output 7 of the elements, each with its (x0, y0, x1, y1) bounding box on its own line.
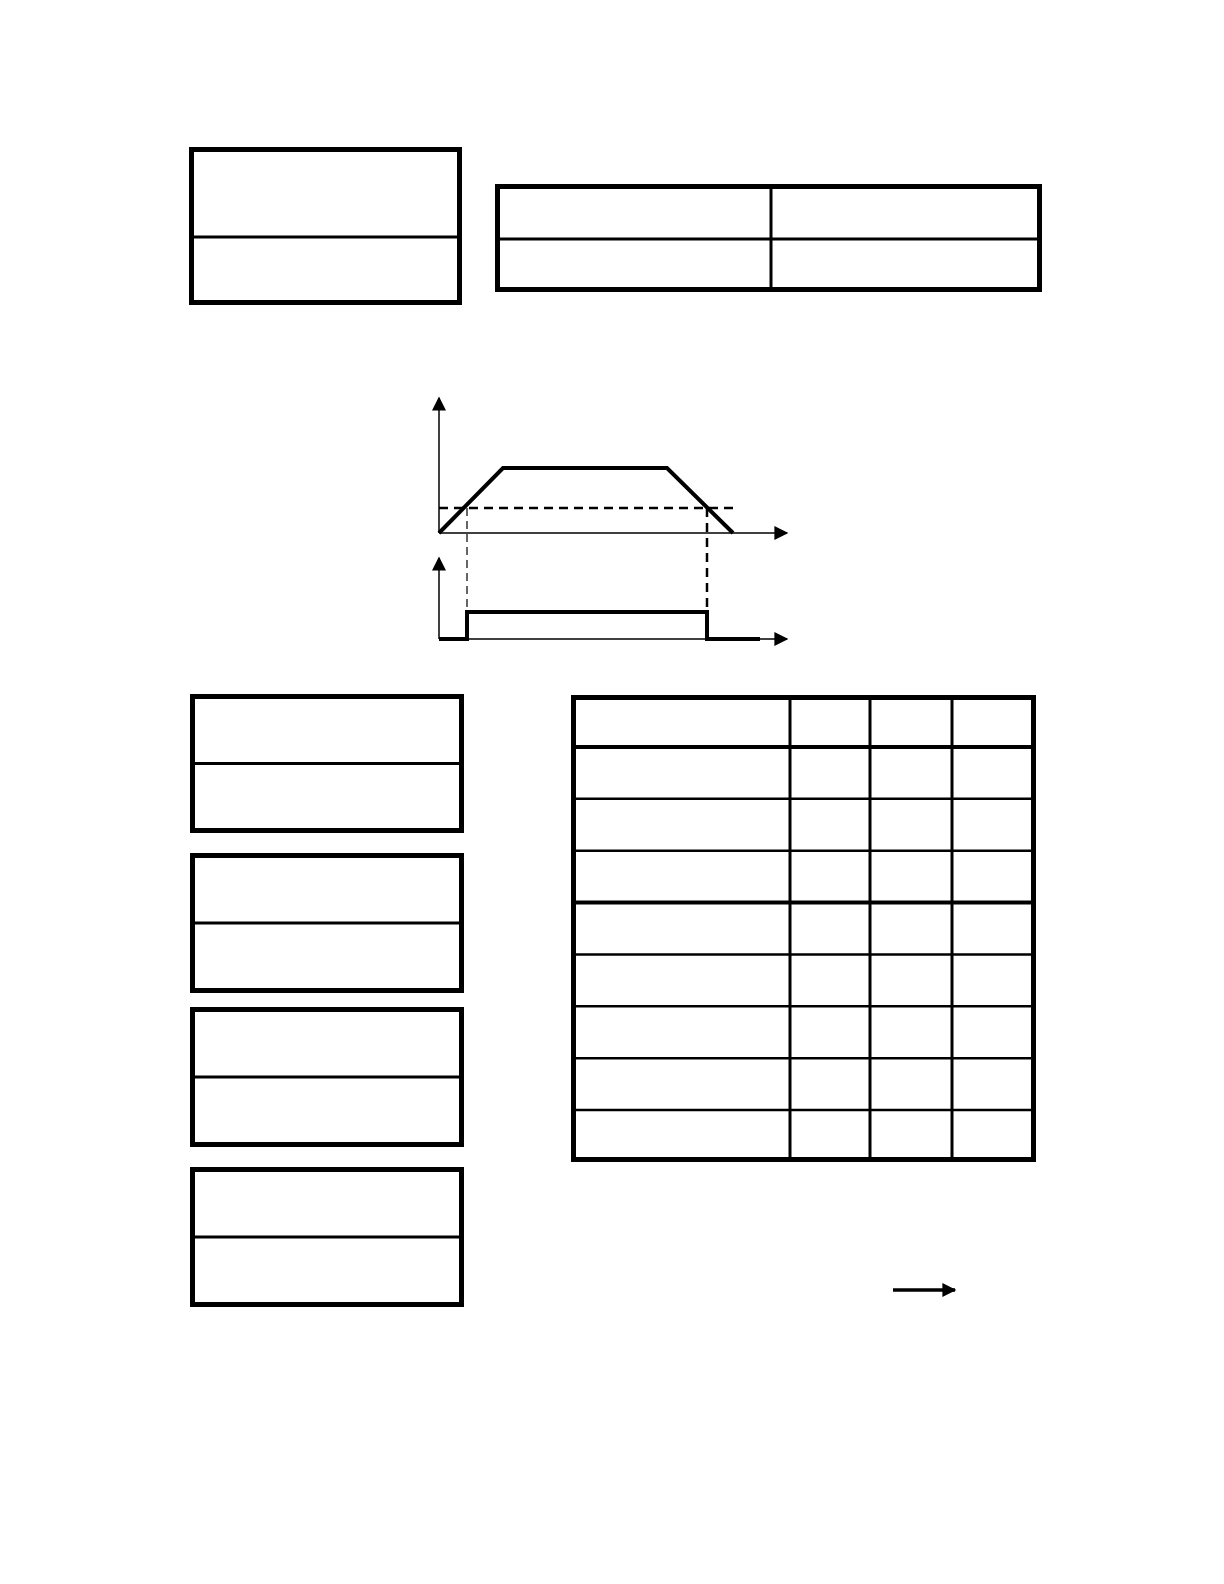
split-box (190, 1167, 464, 1307)
split-box (189, 147, 462, 305)
table-grid (495, 184, 1042, 292)
table-grid (571, 695, 1036, 1162)
split-box (190, 694, 464, 833)
split-box (190, 853, 464, 993)
split-box (190, 1007, 464, 1147)
